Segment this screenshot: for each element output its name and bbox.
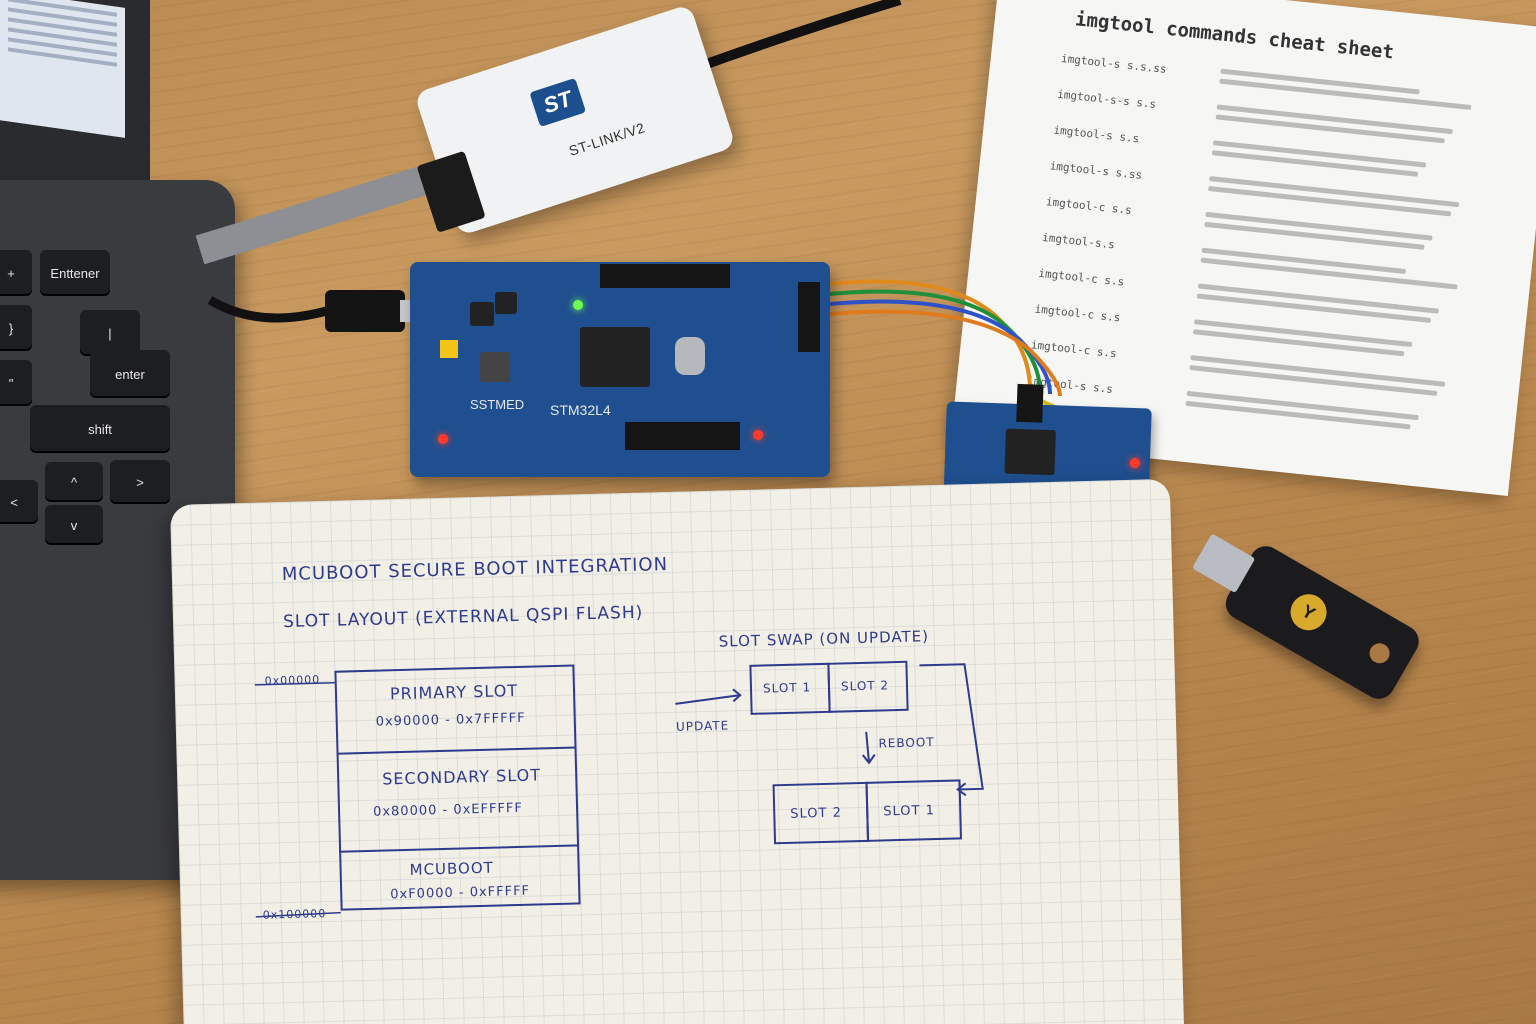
board-sub-label: SSTMED <box>470 397 525 412</box>
key-label: shift <box>88 421 112 437</box>
crystal <box>675 337 705 375</box>
key-label: Enttener <box>50 265 100 281</box>
stlink-label: ST-LINK/V2 <box>566 119 647 159</box>
notebook: MCUBOOT SECURE BOOT INTEGRATION SLOT LAY… <box>170 478 1185 1024</box>
small-chip <box>470 302 494 326</box>
pin-header-bottom <box>625 422 740 450</box>
mcu-chip <box>580 327 650 387</box>
pin-header-side <box>798 282 820 352</box>
red-led <box>753 430 763 440</box>
key: } <box>0 305 32 351</box>
yubikey-logo-icon: Y <box>1283 587 1334 637</box>
arrow-right-key: > <box>110 460 170 504</box>
board-label: STM32L4 <box>550 402 611 418</box>
button <box>480 352 510 382</box>
key: + <box>0 250 32 296</box>
flash-chip <box>1004 428 1056 476</box>
keyring-hole <box>1365 639 1394 667</box>
arrow-left-key: < <box>0 480 38 524</box>
key-enter: enter <box>90 350 170 398</box>
key-label: enter <box>115 366 145 382</box>
pin-header-top <box>600 264 730 288</box>
red-led <box>1129 457 1141 469</box>
st-logo-icon: ST <box>529 77 587 128</box>
key-enttener: Enttener <box>40 250 110 296</box>
arrow-up-key: ^ <box>45 462 103 502</box>
module-header <box>1016 383 1044 423</box>
key-pipe: | <box>80 310 140 356</box>
jumper <box>440 340 458 358</box>
key-shift: shift <box>30 405 170 453</box>
green-led <box>573 300 583 310</box>
key: " <box>0 360 32 406</box>
arrow-down-key: v <box>45 505 103 545</box>
usb-plug <box>325 290 405 332</box>
red-led <box>438 434 448 444</box>
small-chip <box>495 292 517 314</box>
swap-arrows <box>254 663 984 918</box>
stm32-board: SSTMED STM32L4 <box>410 262 830 477</box>
